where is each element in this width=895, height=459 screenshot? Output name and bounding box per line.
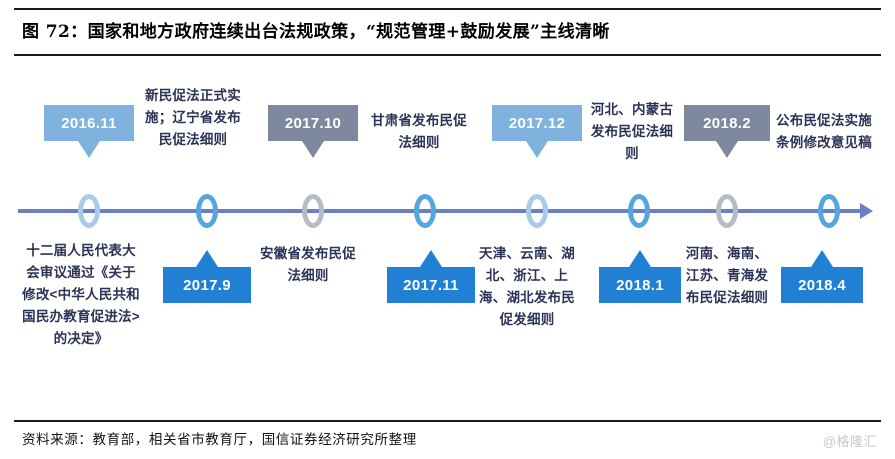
node-2016-11[interactable] bbox=[78, 194, 100, 228]
callout-tail-icon bbox=[78, 141, 100, 158]
node-2017-12[interactable] bbox=[526, 194, 548, 228]
desc-2017-12: 天津、云南、湖北、浙江、上海、湖北发布民促发细则 bbox=[479, 246, 575, 327]
callout-label-2017-10: 2017.10 bbox=[284, 114, 342, 132]
callout-label-2016-11: 2016.11 bbox=[61, 114, 117, 132]
desc-2017-11: 甘肃省发布民促法细则 bbox=[371, 113, 467, 150]
callout-2017-12[interactable]: 2017.12 bbox=[492, 105, 582, 158]
timeline-arrow-icon bbox=[860, 203, 873, 219]
callout-2018-04[interactable]: 2018.4 bbox=[781, 250, 863, 303]
footer-rule bbox=[14, 420, 881, 422]
callout-2016-11[interactable]: 2016.11 bbox=[44, 105, 134, 158]
source-note: 资料来源：教育部，相关省市教育厅，国信证券经济研究所整理 bbox=[22, 432, 417, 448]
desc-2018-01: 河北、内蒙古发布民促法细则 bbox=[590, 102, 674, 161]
callout-label-2017-12: 2017.12 bbox=[508, 114, 566, 132]
callout-2017-11[interactable]: 2017.11 bbox=[387, 250, 475, 303]
callout-tail-icon bbox=[811, 250, 833, 267]
callout-tail-icon bbox=[420, 250, 442, 267]
callout-tail-icon bbox=[716, 141, 738, 158]
node-2017-09[interactable] bbox=[196, 194, 218, 228]
node-2018-01[interactable] bbox=[628, 194, 650, 228]
timeline-axis bbox=[18, 209, 864, 213]
watermark-label: @格隆汇 bbox=[822, 434, 877, 449]
callout-2017-09[interactable]: 2017.9 bbox=[163, 250, 251, 303]
callout-label-2017-09: 2017.9 bbox=[183, 276, 231, 294]
node-2017-11[interactable] bbox=[414, 194, 436, 228]
desc-2018-02: 河南、海南、江苏、青海发布民促法细则 bbox=[685, 246, 769, 305]
node-2018-02[interactable] bbox=[716, 194, 738, 228]
callout-2018-02[interactable]: 2018.2 bbox=[684, 105, 770, 158]
desc-2018-04: 公布民促法实施条例修改意见稿 bbox=[776, 113, 872, 150]
callout-label-2018-01: 2018.1 bbox=[616, 276, 664, 294]
callout-label-2018-04: 2018.4 bbox=[798, 276, 846, 294]
figure-title: 图 72：国家和地方政府连续出台法规政策，“规范管理+鼓励发展”主线清晰 bbox=[22, 22, 610, 42]
callout-label-2017-11: 2017.11 bbox=[403, 276, 459, 294]
callout-2018-01[interactable]: 2018.1 bbox=[599, 250, 681, 303]
callout-tail-icon bbox=[302, 141, 324, 158]
callout-2017-10[interactable]: 2017.10 bbox=[268, 105, 358, 158]
title-rule-top bbox=[14, 8, 881, 10]
title-rule-bottom bbox=[14, 54, 881, 56]
desc-2016-11: 十二届人民代表大会审议通过《关于修改<中华人民共和国民办教育促进法>的决定》 bbox=[22, 243, 140, 346]
callout-tail-icon bbox=[526, 141, 548, 158]
node-2018-04[interactable] bbox=[818, 194, 840, 228]
callout-tail-icon bbox=[196, 250, 218, 267]
desc-2017-10: 安徽省发布民促法细则 bbox=[260, 246, 356, 283]
desc-2017-09: 新民促法正式实施；辽宁省发布民促法细则 bbox=[145, 88, 241, 147]
node-2017-10[interactable] bbox=[302, 194, 324, 228]
callout-tail-icon bbox=[629, 250, 651, 267]
callout-label-2018-02: 2018.2 bbox=[703, 114, 751, 132]
